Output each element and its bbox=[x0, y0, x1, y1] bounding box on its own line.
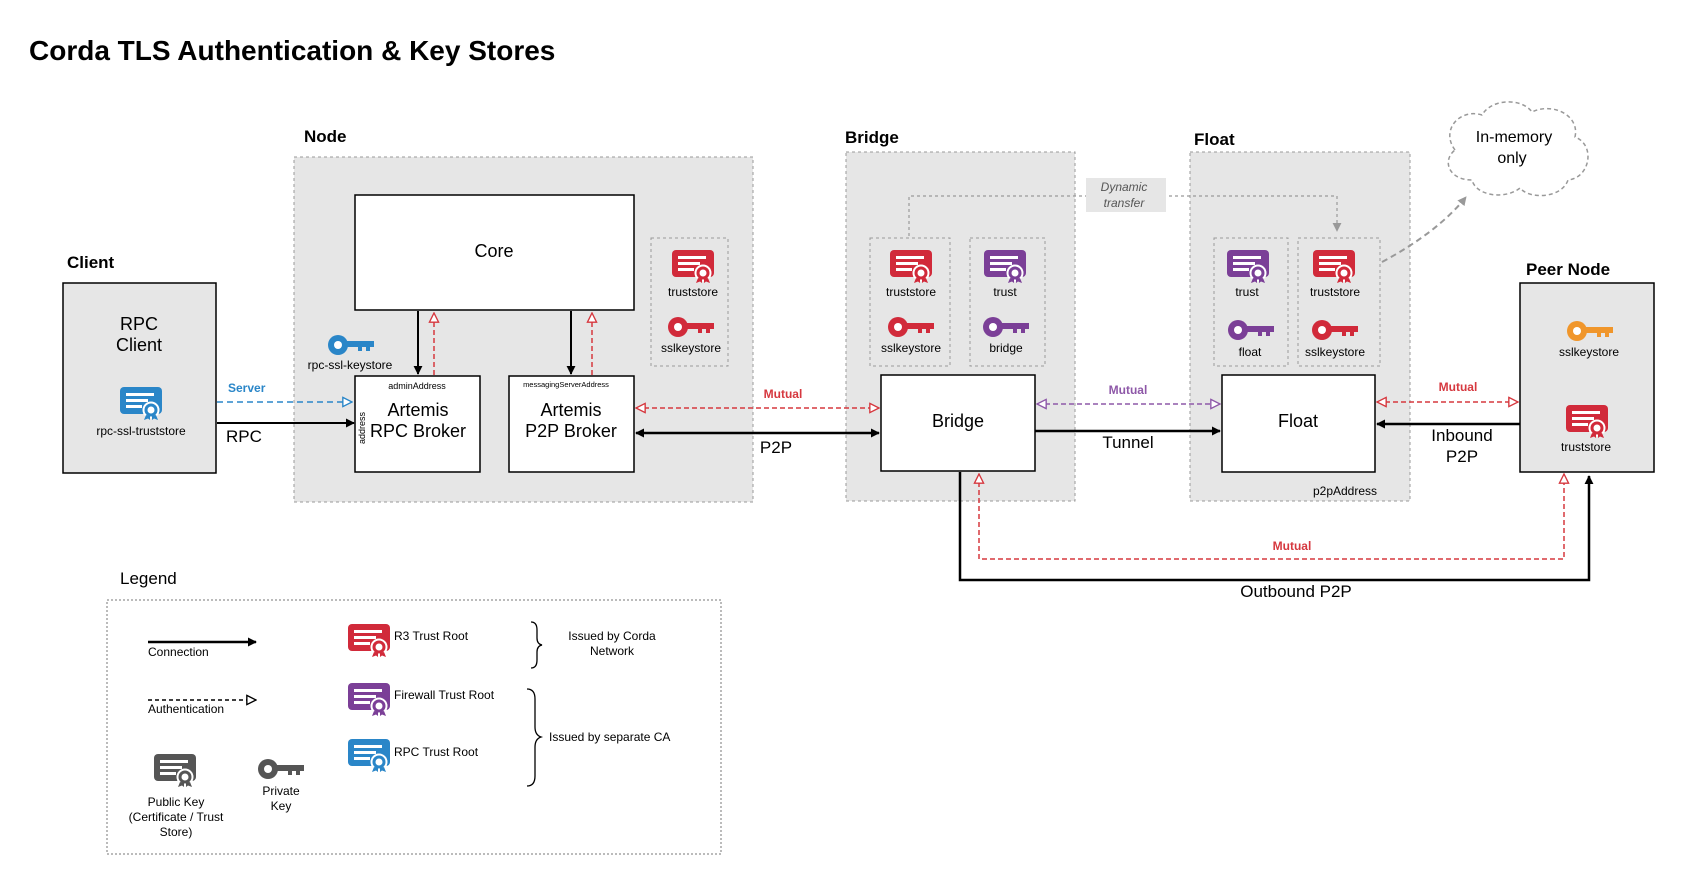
legend-public-key-label-1: Public Key bbox=[148, 795, 205, 809]
legend-issued-separate: Issued by separate CA bbox=[549, 730, 670, 744]
legend-public-key-label-3: Store) bbox=[160, 825, 193, 839]
bridge-peer-mutual-arrow bbox=[979, 474, 1564, 560]
legend-issued-corda-2: Network bbox=[590, 644, 635, 658]
outbound-p2p-arrow bbox=[958, 472, 1594, 582]
bridge-label: Bridge bbox=[932, 411, 984, 431]
rpc-ssl-truststore-label: rpc-ssl-truststore bbox=[96, 424, 186, 438]
bridge-tunnel-stores-panel bbox=[969, 237, 1046, 367]
peer-node-box bbox=[1519, 282, 1655, 473]
bridge-truststore-label: truststore bbox=[886, 285, 936, 299]
bridge-sslkeystore-label: sslkeystore bbox=[881, 341, 941, 355]
artemis-rpc-broker-box bbox=[354, 375, 481, 473]
dynamic-transfer-label-1: Dynamic bbox=[1101, 180, 1148, 194]
float-group-label: Float bbox=[1194, 130, 1235, 149]
node-truststore-label: truststore bbox=[668, 285, 718, 299]
address-vertical-label: address bbox=[357, 411, 367, 444]
messaging-server-address-label: messagingServerAddress bbox=[523, 380, 609, 389]
p2p-address-label: p2pAddress bbox=[1313, 484, 1377, 498]
float-box bbox=[1221, 374, 1376, 473]
float-truststore-label: truststore bbox=[1310, 285, 1360, 299]
rpc-client-box bbox=[62, 282, 217, 474]
float-peer-mutual-label: Mutual bbox=[1439, 380, 1478, 394]
peer-sslkeystore-label: sslkeystore bbox=[1559, 345, 1619, 359]
cloud-label-2: only bbox=[1497, 150, 1526, 167]
legend-rpc-trust-root-label: RPC Trust Root bbox=[394, 745, 479, 759]
admin-address-label: adminAddress bbox=[388, 381, 446, 391]
bridge-box bbox=[880, 374, 1036, 472]
float-sslkeystore-label: sslkeystore bbox=[1305, 345, 1365, 359]
legend-box bbox=[106, 599, 722, 855]
legend-rpc-trust-root-icon bbox=[347, 738, 391, 772]
node-group-label: Node bbox=[304, 127, 347, 146]
inbound-label-2: P2P bbox=[1446, 447, 1478, 466]
rpc-client-label-1: RPC bbox=[120, 314, 158, 334]
artemis-rpc-broker-label-2: RPC Broker bbox=[370, 421, 466, 441]
node-sslkeystore-label: sslkeystore bbox=[661, 341, 721, 355]
bridge-tunnel-key-label: bridge bbox=[989, 341, 1023, 355]
legend-connection-label: Connection bbox=[148, 645, 209, 659]
float-trust-label: trust bbox=[1235, 285, 1259, 299]
node-bridge-mutual-label: Mutual bbox=[764, 387, 803, 401]
tunnel-label: Tunnel bbox=[1102, 433, 1153, 452]
float-tunnel-stores-panel bbox=[1213, 237, 1289, 367]
server-label: Server bbox=[228, 381, 266, 395]
p2p-label: P2P bbox=[760, 438, 792, 457]
diagram-title: Corda TLS Authentication & Key Stores bbox=[29, 35, 555, 66]
legend-authentication-label: Authentication bbox=[148, 702, 224, 716]
bridge-trust-label: trust bbox=[993, 285, 1017, 299]
core-label: Core bbox=[474, 241, 513, 261]
in-memory-cloud bbox=[1447, 101, 1589, 197]
bridge-float-mutual-label: Mutual bbox=[1109, 383, 1148, 397]
legend-brace-corda bbox=[530, 621, 543, 669]
outbound-label: Outbound P2P bbox=[1240, 582, 1352, 601]
dynamic-transfer-label-2: transfer bbox=[1104, 196, 1146, 210]
peer-truststore-label: truststore bbox=[1561, 440, 1611, 454]
rpc-label: RPC bbox=[226, 427, 262, 446]
legend-public-key-icon bbox=[153, 753, 197, 787]
legend-private-key-label-2: Key bbox=[271, 799, 292, 813]
legend-r3-trust-root-label: R3 Trust Root bbox=[394, 629, 469, 643]
legend-brace-separate bbox=[526, 688, 544, 787]
rpc-client-label-2: Client bbox=[116, 335, 162, 355]
legend-private-key-icon bbox=[258, 759, 304, 779]
artemis-p2p-broker-label-1: Artemis bbox=[540, 400, 601, 420]
legend-r3-trust-root-icon bbox=[347, 623, 391, 657]
float-tunnel-key-label: float bbox=[1239, 345, 1262, 359]
artemis-p2p-broker-label-2: P2P Broker bbox=[525, 421, 617, 441]
client-group-label: Client bbox=[67, 253, 115, 272]
bridge-peer-mutual-label: Mutual bbox=[1273, 539, 1312, 553]
inbound-label-1: Inbound bbox=[1431, 426, 1492, 445]
legend-public-key-label-2: (Certificate / Trust bbox=[129, 810, 224, 824]
float-label: Float bbox=[1278, 411, 1318, 431]
dynamic-transfer-label-bg bbox=[1086, 178, 1166, 212]
float-ssl-stores-panel bbox=[1297, 237, 1381, 367]
artemis-p2p-broker-box bbox=[508, 375, 635, 473]
legend-issued-corda-1: Issued by Corda bbox=[568, 629, 656, 643]
node-stores-panel bbox=[650, 237, 729, 367]
legend-private-key-label-1: Private bbox=[262, 784, 300, 798]
peer-group-label: Peer Node bbox=[1526, 260, 1610, 279]
cloud-label-1: In-memory bbox=[1476, 129, 1552, 146]
cloud-arrow bbox=[1381, 196, 1467, 263]
legend-firewall-trust-root-label: Firewall Trust Root bbox=[394, 688, 495, 702]
bridge-ssl-stores-panel bbox=[869, 237, 951, 367]
rpc-ssl-keystore-label: rpc-ssl-keystore bbox=[308, 358, 393, 372]
core-box bbox=[354, 194, 635, 311]
bridge-group-label: Bridge bbox=[845, 128, 899, 147]
legend-firewall-trust-root-icon bbox=[347, 682, 391, 716]
legend-title: Legend bbox=[120, 569, 177, 588]
artemis-rpc-broker-label-1: Artemis bbox=[387, 400, 448, 420]
